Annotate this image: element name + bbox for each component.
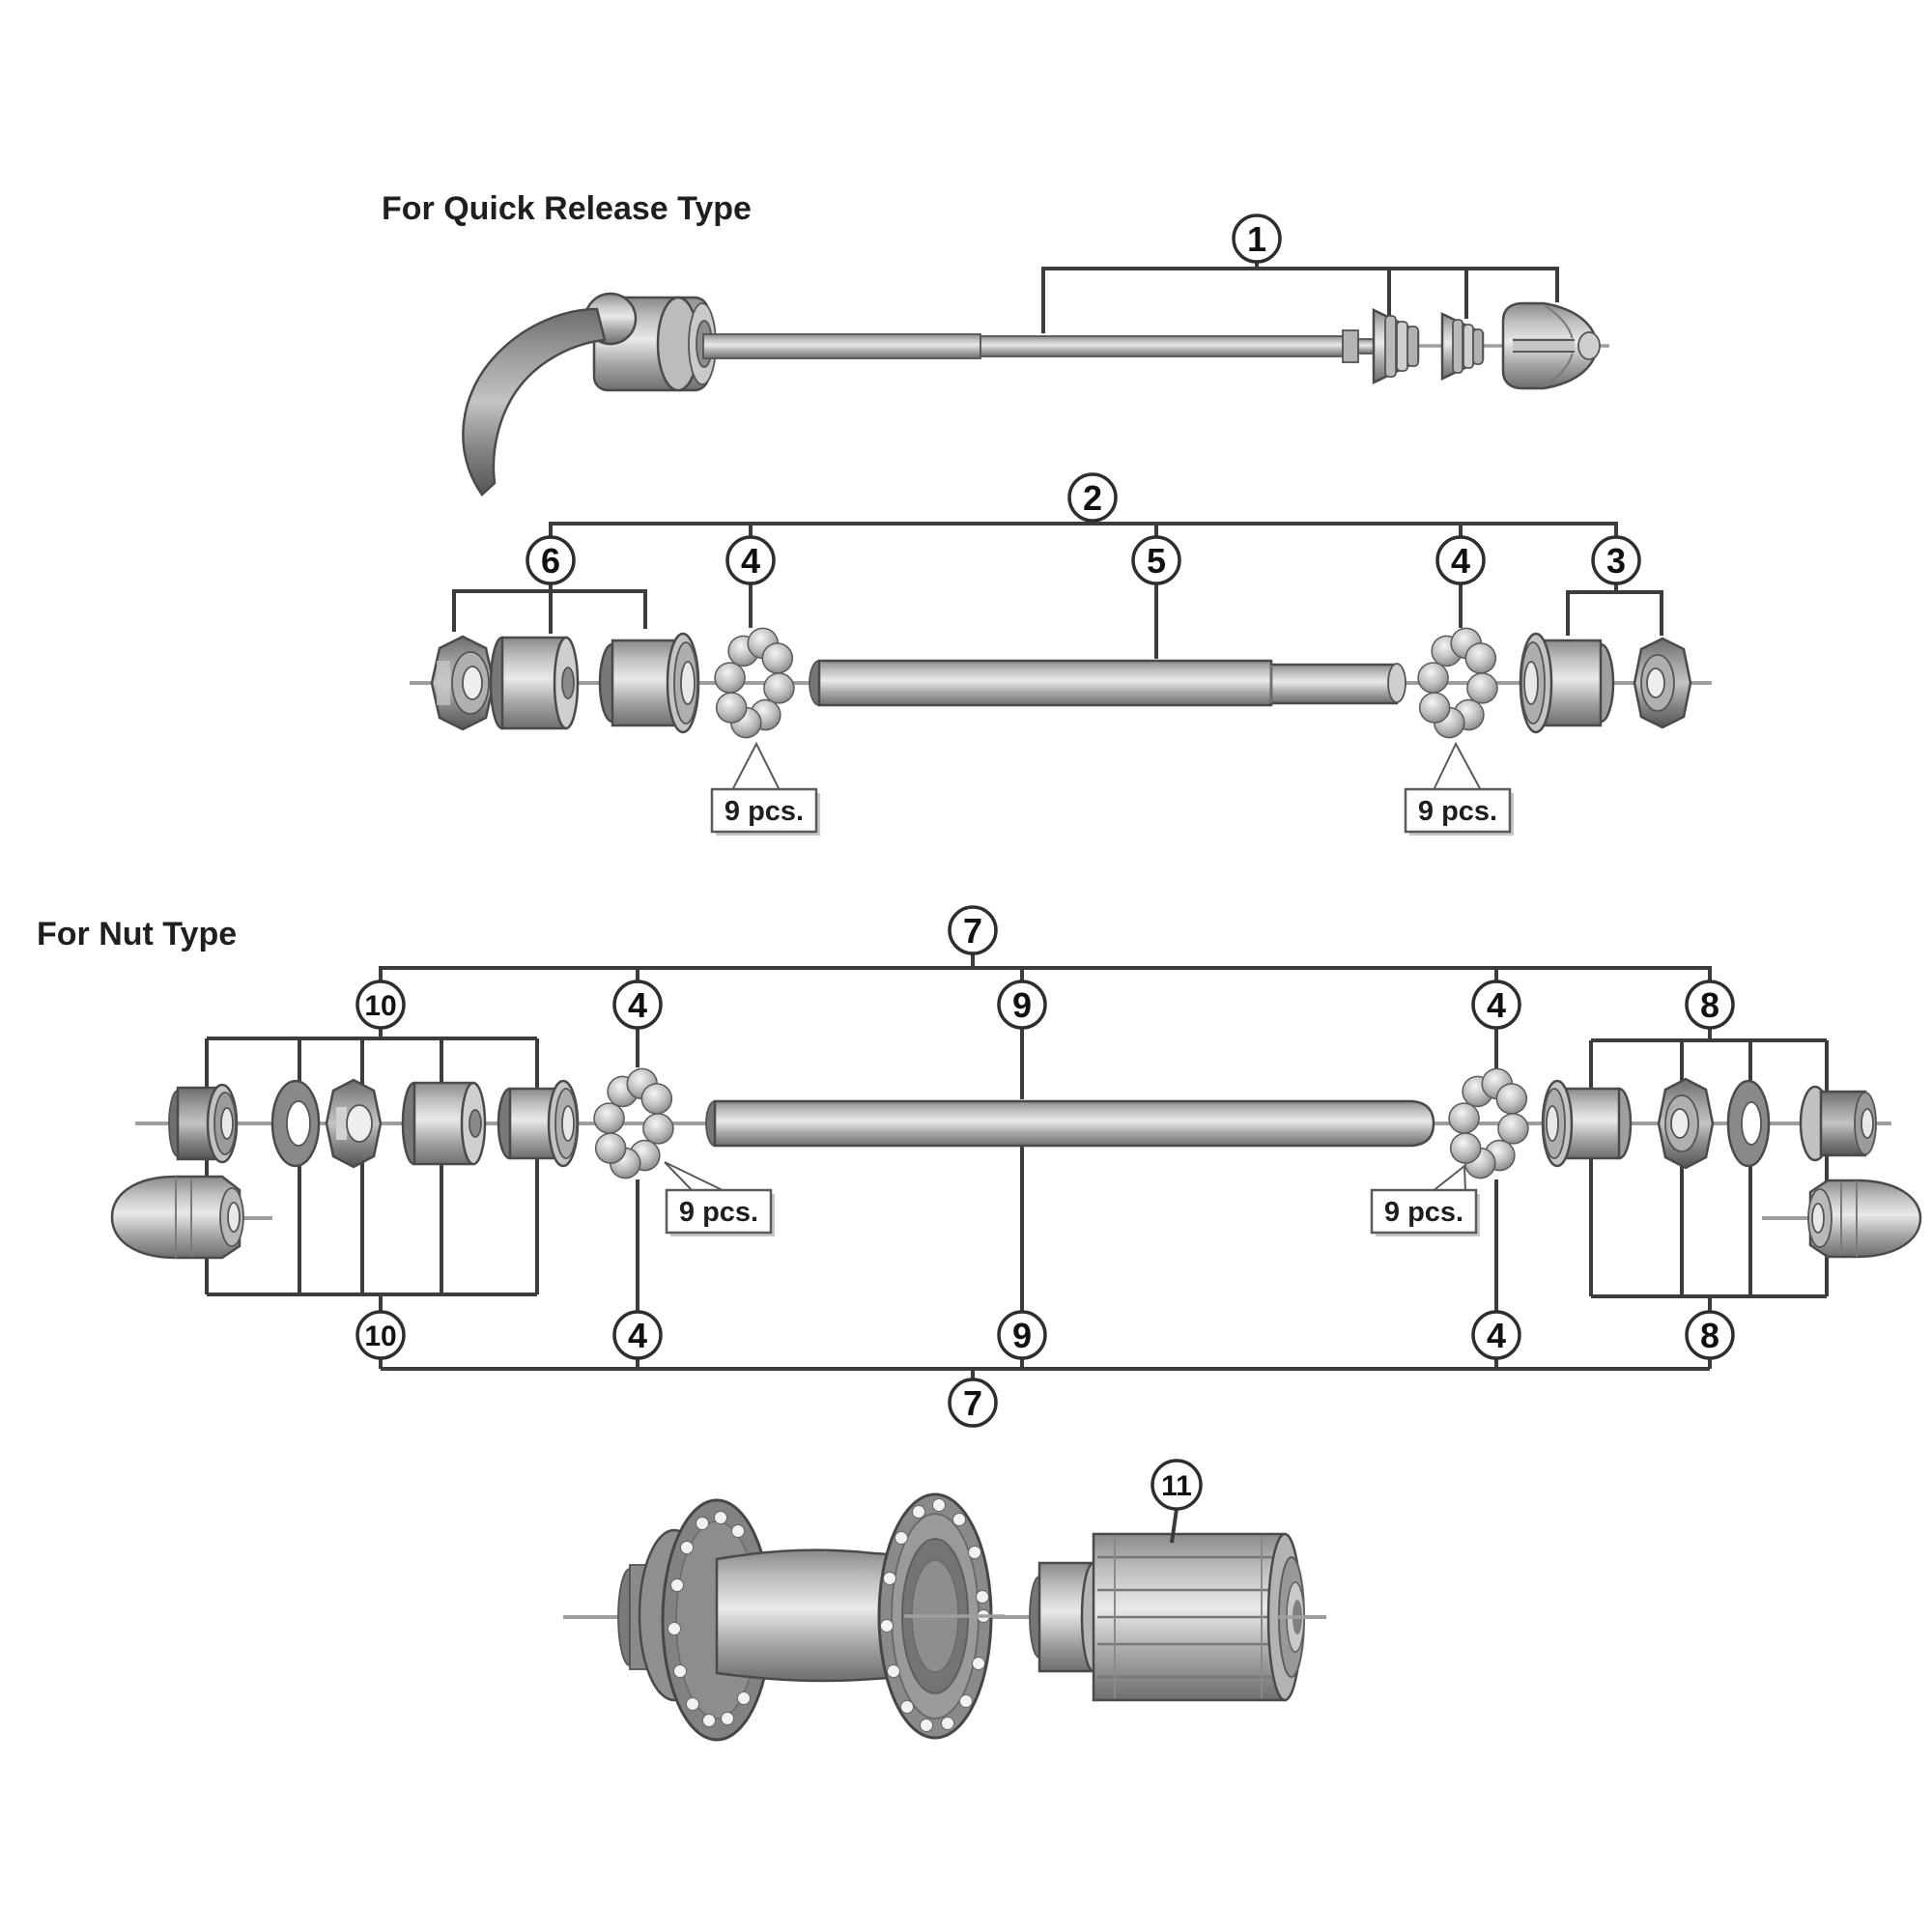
bracket-group-10 [205, 1037, 539, 1312]
svg-text:4: 4 [1487, 1316, 1506, 1355]
qr-spacer-left [489, 636, 580, 730]
qr-spring-left [1372, 308, 1420, 384]
nut-axle [705, 1099, 1435, 1148]
nut-washer-left [270, 1079, 321, 1168]
callout-10-bottom: 10 [355, 1310, 406, 1360]
bracket-group-7-top [379, 953, 1712, 1099]
bracket-mid-drops [636, 1147, 1498, 1312]
svg-text:9 pcs.: 9 pcs. [679, 1197, 758, 1228]
callout-1: 1 [1232, 213, 1282, 264]
hub-flange-right [877, 1492, 1005, 1740]
callout-8-bottom: 8 [1685, 1310, 1735, 1360]
svg-text:9 pcs.: 9 pcs. [1384, 1197, 1463, 1228]
svg-text:2: 2 [1083, 478, 1102, 518]
callout-7-bottom: 7 [948, 1378, 998, 1428]
svg-text:3: 3 [1606, 541, 1626, 581]
freehub-body [1029, 1532, 1326, 1702]
nut-cone-right [1541, 1079, 1633, 1168]
pcs-label-nut-right: 9 pcs. [1370, 1163, 1480, 1236]
hub-section: 11 [563, 1459, 1326, 1742]
callout-4-nut-bottom-right: 4 [1471, 1310, 1521, 1360]
svg-text:11: 11 [1161, 1470, 1192, 1502]
callout-9-top: 9 [997, 980, 1047, 1030]
qr-lever [462, 307, 607, 497]
callout-9-bottom: 9 [997, 1310, 1047, 1360]
svg-text:4: 4 [628, 985, 647, 1025]
qr-skewer-assembly [462, 292, 1609, 497]
axle-nut-dome-right [1807, 1179, 1922, 1259]
bracket-group-8 [1589, 1038, 1829, 1312]
bracket-group-7-bottom [379, 1358, 1712, 1379]
svg-text:7: 7 [963, 1383, 982, 1423]
svg-text:5: 5 [1147, 541, 1166, 581]
axle-nut-dome-left [110, 1175, 244, 1260]
svg-text:8: 8 [1700, 985, 1719, 1025]
svg-text:6: 6 [541, 541, 560, 581]
svg-text:9: 9 [1012, 985, 1032, 1025]
pcs-label-qr-right: 9 pcs. [1404, 741, 1514, 836]
callout-8-top: 8 [1685, 980, 1735, 1030]
qr-axle [809, 659, 1406, 707]
svg-text:4: 4 [741, 541, 760, 581]
nut-claw-washer [325, 1078, 383, 1169]
svg-text:8: 8 [1700, 1316, 1719, 1355]
callout-5: 5 [1131, 535, 1181, 585]
svg-text:9: 9 [1012, 1316, 1032, 1355]
callout-4-nut-top-left: 4 [612, 980, 663, 1030]
qr-cone-right [1519, 632, 1615, 734]
callout-4-qr-right: 4 [1435, 535, 1486, 585]
svg-text:4: 4 [1487, 985, 1506, 1025]
nut-spacer-left [401, 1081, 487, 1166]
callout-10-top: 10 [355, 980, 406, 1030]
quick-release-section: For Quick Release Type [382, 190, 1712, 836]
qr-skewer-rod [702, 329, 1377, 363]
qr-adjusting-nut [1501, 301, 1601, 390]
nut-washer-right [1726, 1079, 1771, 1168]
pcs-label-qr-left: 9 pcs. [710, 741, 820, 836]
callout-4-nut-bottom-left: 4 [612, 1310, 663, 1360]
callout-3: 3 [1591, 535, 1641, 585]
callout-4-qr-left: 4 [725, 535, 776, 585]
svg-text:1: 1 [1247, 219, 1266, 259]
bracket-group-1 [1041, 262, 1559, 333]
nut-type-section: For Nut Type [37, 905, 1922, 1428]
hub-shell [617, 1492, 1005, 1742]
svg-text:10: 10 [364, 990, 396, 1022]
callout-4-nut-top-right: 4 [1471, 980, 1521, 1030]
qr-dust-cap-left [598, 632, 700, 734]
callout-2: 2 [1067, 472, 1118, 523]
qr-lock-nut-left [430, 635, 496, 731]
qr-spring-right [1440, 312, 1485, 381]
svg-text:10: 10 [364, 1321, 396, 1352]
quick-release-title: For Quick Release Type [382, 190, 752, 227]
svg-text:4: 4 [628, 1316, 647, 1355]
nut-flange-nut-left [168, 1083, 239, 1164]
svg-text:4: 4 [1451, 541, 1470, 581]
callout-7-top: 7 [948, 905, 998, 955]
nut-hex-nut-right [1657, 1077, 1715, 1170]
nut-flange-nut-right [1799, 1085, 1877, 1162]
callout-6: 6 [526, 535, 576, 585]
bracket-group-2 [452, 521, 1663, 659]
nut-cone-left [497, 1079, 580, 1168]
svg-text:9 pcs.: 9 pcs. [724, 796, 804, 827]
nut-type-title: For Nut Type [37, 916, 237, 952]
qr-lock-nut-right [1633, 637, 1692, 729]
pcs-label-nut-left: 9 pcs. [664, 1161, 775, 1236]
svg-text:9 pcs.: 9 pcs. [1418, 796, 1497, 827]
callout-11: 11 [1151, 1459, 1203, 1544]
svg-text:7: 7 [963, 911, 982, 951]
